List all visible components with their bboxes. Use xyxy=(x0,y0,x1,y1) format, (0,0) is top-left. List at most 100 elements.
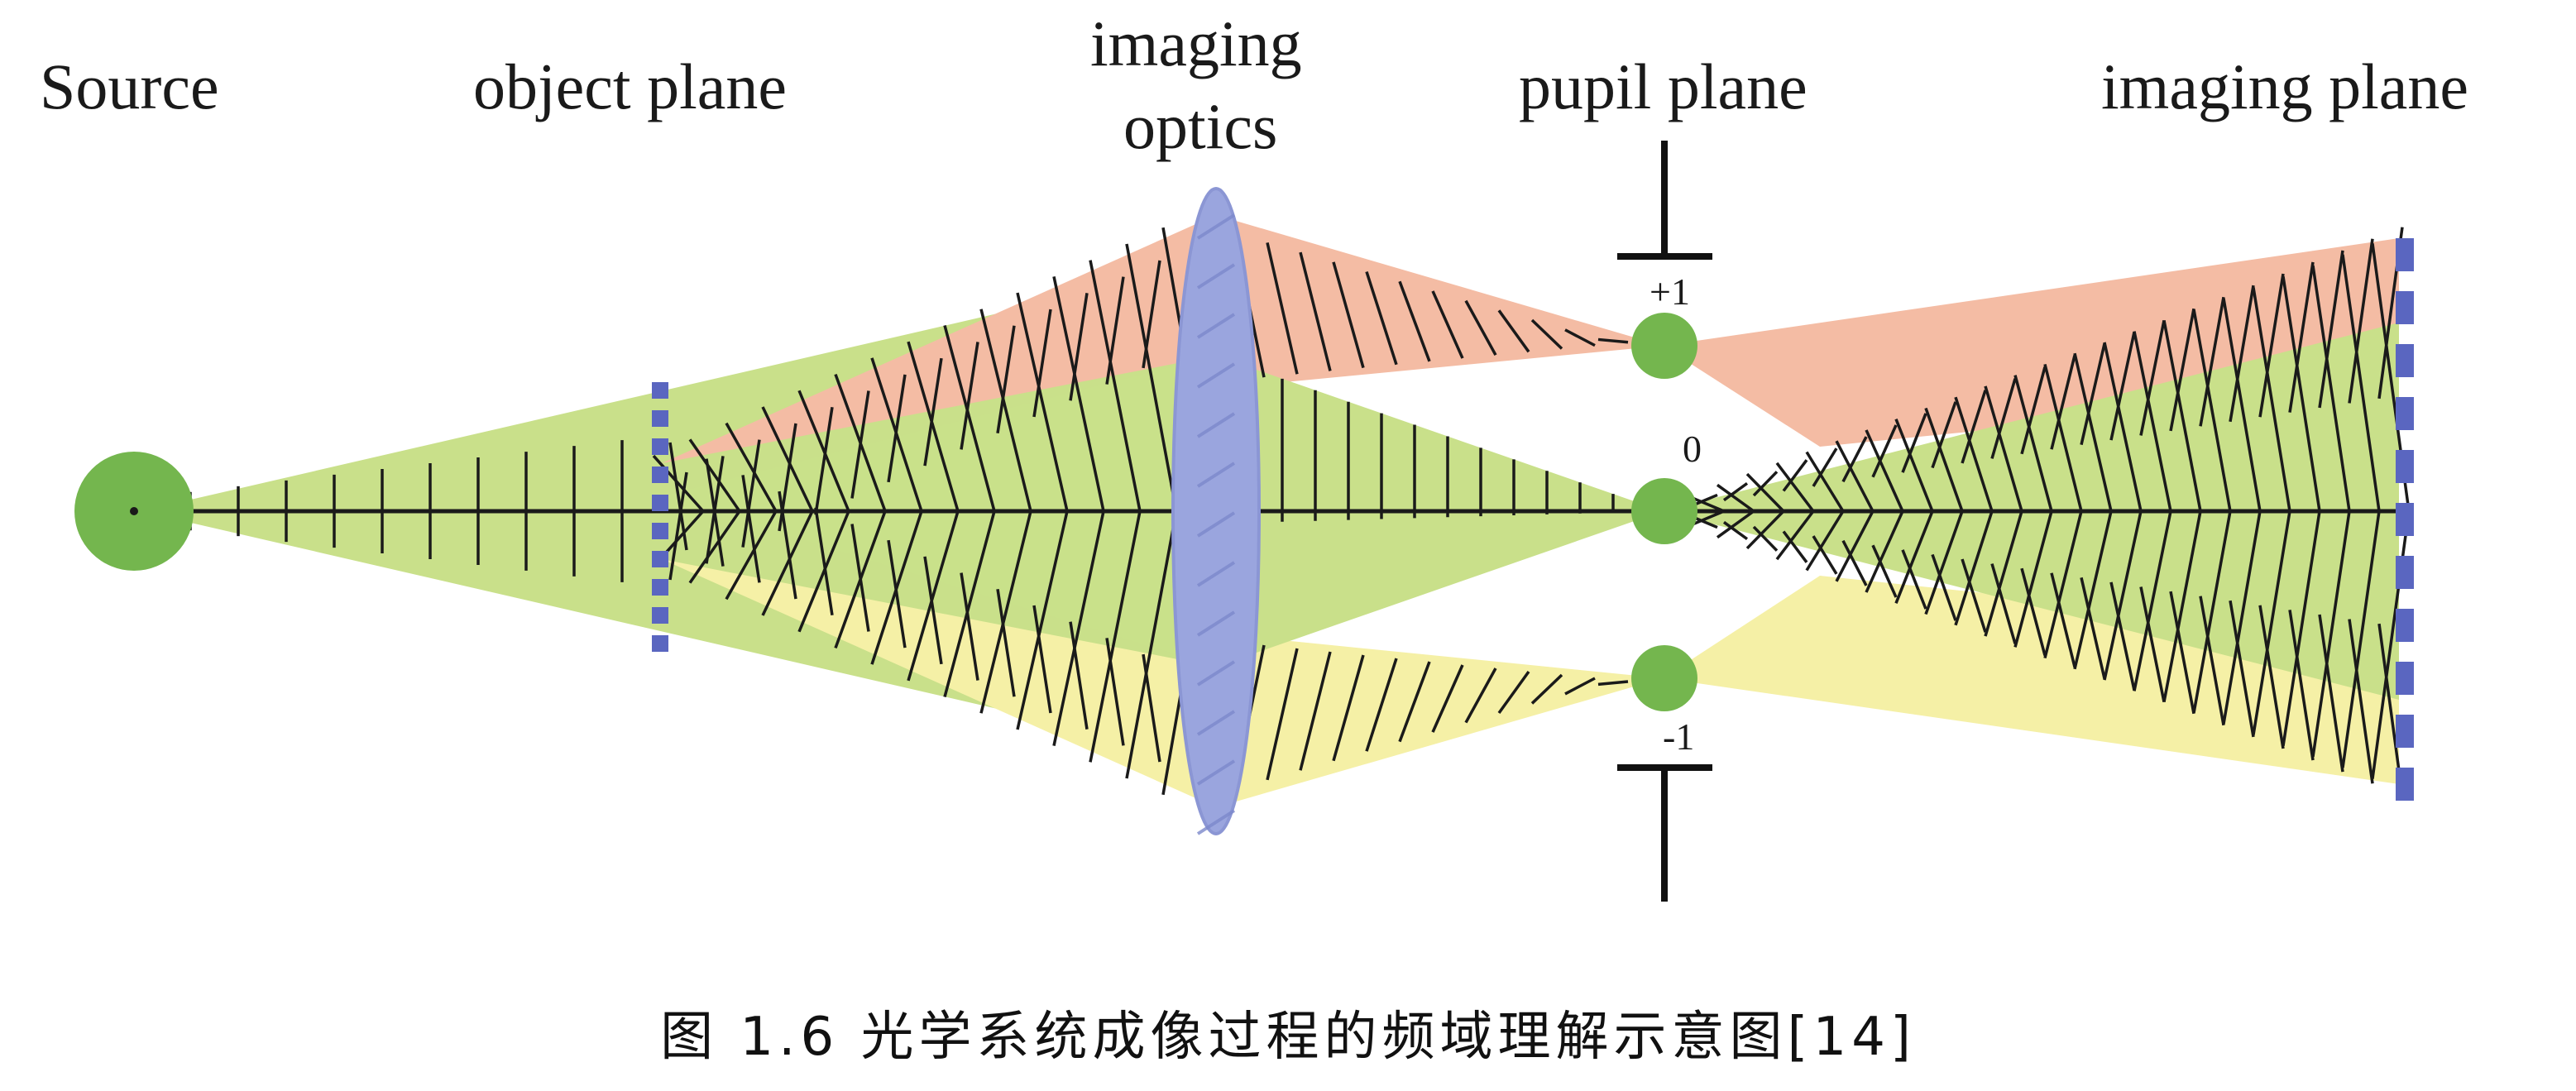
wavefront-hatch-line xyxy=(1266,648,1299,781)
wavefront-hatch-line xyxy=(2229,285,2255,423)
wavefront-hatch-line xyxy=(2318,250,2344,409)
wavefront-hatch-line xyxy=(2199,596,2225,726)
wavefront-hatch-line xyxy=(761,406,814,512)
wavefront-hatch-line xyxy=(1693,493,1718,506)
wavefront-hatch-line xyxy=(1089,510,1142,763)
wavefront-hatch-line xyxy=(2318,614,2344,773)
wavefront-hatch-line xyxy=(1894,419,1934,512)
wavefront-hatch-line xyxy=(1901,549,1927,610)
wavefront-hatch-line xyxy=(1693,516,1718,529)
wavefront-hatch-line xyxy=(1032,605,1052,714)
grating-bar xyxy=(652,551,668,567)
wavefront-hatch-line xyxy=(1745,510,1785,550)
wavefront-hatch-line xyxy=(2341,254,2381,512)
wavefront-hatch-line xyxy=(1841,436,1868,483)
imaging-lens xyxy=(1171,187,1261,835)
wavefront-hatch-line xyxy=(1125,510,1178,779)
wavefront-hatch-line xyxy=(850,390,870,499)
object-plane-grating xyxy=(652,382,668,652)
wavefront-hatch-line xyxy=(1069,293,1089,401)
wavefront-hatch-line xyxy=(1464,668,1497,724)
wavefront-hatch-line xyxy=(2013,510,2053,648)
wavefront-hatch-line xyxy=(1597,680,1629,687)
wavefront-hatch-line xyxy=(2080,577,2106,679)
wavefront-hatch-line xyxy=(1931,401,1957,469)
wavefront-hatch-line xyxy=(814,406,834,515)
wavefront-hatch-line xyxy=(761,510,814,616)
wavefront-hatch-line xyxy=(943,510,996,698)
wavefront-hatch-line xyxy=(1745,472,1785,513)
wavefront-hatch-line xyxy=(1716,510,1755,539)
grating-bar xyxy=(652,579,668,596)
wavefront-hatch-line xyxy=(2133,510,2172,691)
wavefront-hatch-line xyxy=(1431,664,1464,733)
wavefront-hatch-line xyxy=(2169,591,2195,715)
wavefront-hatch-line xyxy=(887,374,907,483)
imaging-optics-label-line2: optics xyxy=(1123,90,1278,162)
wavefront-hatch-line xyxy=(2109,581,2136,691)
wavefront-hatch-line xyxy=(1775,462,1815,513)
wavefront-hatch-line xyxy=(1871,424,1898,478)
wavefront-hatch-line xyxy=(1901,413,1927,473)
wavefront-hatch-line xyxy=(1365,270,1398,366)
wavefront-hatch-line xyxy=(741,439,761,548)
wavefront-hatch-line xyxy=(1924,407,1964,512)
grating-bar xyxy=(2396,503,2414,536)
source-center-mark xyxy=(130,507,138,515)
wavefront-hatch-line xyxy=(1961,558,1987,633)
grating-bar xyxy=(2396,768,2414,801)
grating-bar xyxy=(652,382,668,399)
wavefront-hatch-line xyxy=(2288,610,2315,761)
wavefront-hatch-line xyxy=(2103,510,2143,681)
wavefront-hatch-line xyxy=(1954,510,1994,626)
wavefront-hatch-line xyxy=(2252,287,2291,512)
wavefront-hatch-line xyxy=(2222,298,2262,512)
plus-one-order-beam-lens-to-pupil xyxy=(1216,215,1663,389)
wavefront-hatch-line xyxy=(1398,661,1431,743)
lens-hatch xyxy=(1196,213,1236,835)
wavefront-hatch-line xyxy=(2252,510,2291,735)
wavefront-hatch-line xyxy=(1365,658,1398,752)
wavefront-hatch-lines xyxy=(189,227,2411,796)
wavefront-hatch-line xyxy=(1990,378,2017,459)
wavefront-hatch-line xyxy=(1299,251,1332,371)
grating-bar xyxy=(2396,291,2414,324)
order-label-zero: 0 xyxy=(1683,428,1702,470)
grating-bar xyxy=(2396,397,2414,430)
wavefront-hatch-line xyxy=(979,309,1032,512)
wavefront-hatch-line xyxy=(1984,510,2023,637)
wavefront-hatch-line xyxy=(2043,510,2083,659)
wavefront-hatch-line xyxy=(2192,510,2232,714)
grating-bar xyxy=(652,438,668,455)
grating-bar xyxy=(2396,662,2414,695)
wavefront-hatch-line xyxy=(1835,510,1875,582)
wavefront-hatch-line xyxy=(1332,261,1365,369)
wavefront-hatch-line xyxy=(979,510,1032,714)
wavefront-hatch-line xyxy=(943,324,996,512)
wavefront-hatch-line xyxy=(996,589,1016,697)
imaging-plane-grating xyxy=(2396,238,2414,801)
wavefront-hatch-line xyxy=(1564,328,1596,347)
pupil-order-zero xyxy=(1631,478,1697,544)
wavefront-hatch-line xyxy=(1990,563,2017,644)
wavefront-hatch-line xyxy=(1752,471,1779,497)
wavefront-hatch-line xyxy=(887,539,907,648)
wavefront-hatch-line xyxy=(668,442,688,551)
grating-bar xyxy=(652,635,668,652)
imaging-optics-label-line1: imaging xyxy=(1090,7,1302,79)
wavefront-hatch-line xyxy=(741,475,761,583)
wavefront-hatch-line xyxy=(1105,638,1125,746)
grating-bar xyxy=(652,467,668,483)
wavefront-hatch-line xyxy=(2348,238,2374,404)
wavefront-hatch-line xyxy=(1142,260,1161,369)
wavefront-hatch-line xyxy=(1431,290,1464,359)
wavefront-hatch-line xyxy=(1722,481,1749,502)
wavefront-hatch-line xyxy=(1530,673,1563,705)
wavefront-hatch-line xyxy=(1841,539,1868,586)
wavefront-hatch-line xyxy=(1961,390,1987,464)
grating-bar xyxy=(2396,609,2414,642)
wavefront-hatch-line xyxy=(2139,319,2166,436)
wavefront-hatch-line xyxy=(1299,651,1332,771)
order-label-plus-one: +1 xyxy=(1650,270,1690,313)
wavefront-hatch-line xyxy=(907,341,960,512)
